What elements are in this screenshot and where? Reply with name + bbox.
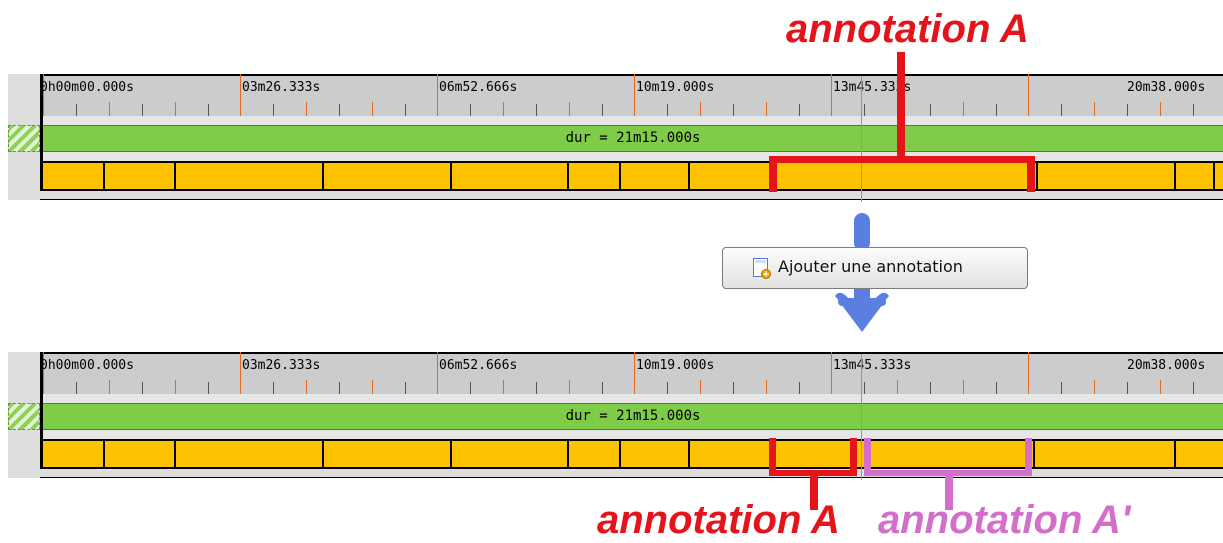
- tick-label: 13m45.333s: [833, 80, 912, 95]
- tick-label: 10m19.000s: [636, 358, 715, 373]
- timeline-left-edge: [40, 74, 43, 200]
- track-separator: [43, 430, 1223, 439]
- annotation-track[interactable]: [43, 161, 1223, 191]
- duration-track-handle[interactable]: [8, 403, 40, 430]
- timeline-footer: [40, 469, 1223, 478]
- tick-label: 06m52.666s: [439, 358, 518, 373]
- annotation-a-bracket-top: [769, 52, 1035, 192]
- callout-annotation-a-top: annotation A: [786, 7, 1029, 51]
- down-arrow-icon: [835, 213, 889, 332]
- playhead-cursor[interactable]: [861, 76, 862, 202]
- ruler-separator: [43, 394, 1223, 403]
- callout-annotation-a-bottom: annotation A: [597, 498, 840, 542]
- callout-annotation-a-prime: annotation A': [878, 498, 1131, 542]
- tick-label: 0h00m00.000s: [40, 80, 134, 95]
- timeline-after: 0h00m00.000s 03m26.333s 06m52.666s 10m19…: [8, 352, 1223, 480]
- tick-label: 20m38.000s: [1127, 358, 1206, 373]
- tick-label: 20m38.000s: [1127, 80, 1206, 95]
- add-annotation-label: Ajouter une annotation: [778, 257, 963, 276]
- tick-label: 06m52.666s: [439, 80, 518, 95]
- timeline-footer: [40, 191, 1223, 200]
- track-separator: [43, 152, 1223, 161]
- annotation-a-bracket-bottom: [769, 438, 857, 510]
- duration-bar[interactable]: dur = 21m15.000s: [43, 403, 1223, 430]
- playhead-cursor[interactable]: [861, 354, 862, 480]
- tick-label: 03m26.333s: [242, 358, 321, 373]
- timeline-left-edge: [40, 352, 43, 478]
- annotation-a-prime-bracket: [864, 438, 1032, 510]
- tick-label: 10m19.000s: [636, 80, 715, 95]
- timeline-before: 0h00m00.000s 03m26.333s 06m52.666s 10m19…: [8, 74, 1223, 202]
- tick-label: 13m45.333s: [833, 358, 912, 373]
- tick-label: 03m26.333s: [242, 80, 321, 95]
- time-ruler[interactable]: 0h00m00.000s 03m26.333s 06m52.666s 10m19…: [40, 352, 1223, 394]
- time-ruler[interactable]: 0h00m00.000s 03m26.333s 06m52.666s 10m19…: [40, 74, 1223, 116]
- add-annotation-icon: [753, 258, 771, 279]
- annotation-track[interactable]: [43, 439, 1223, 469]
- ruler-separator: [43, 116, 1223, 125]
- duration-track-handle[interactable]: [8, 125, 40, 152]
- tick-label: 0h00m00.000s: [40, 358, 134, 373]
- add-annotation-button[interactable]: Ajouter une annotation: [722, 247, 1028, 289]
- duration-bar[interactable]: dur = 21m15.000s: [43, 125, 1223, 152]
